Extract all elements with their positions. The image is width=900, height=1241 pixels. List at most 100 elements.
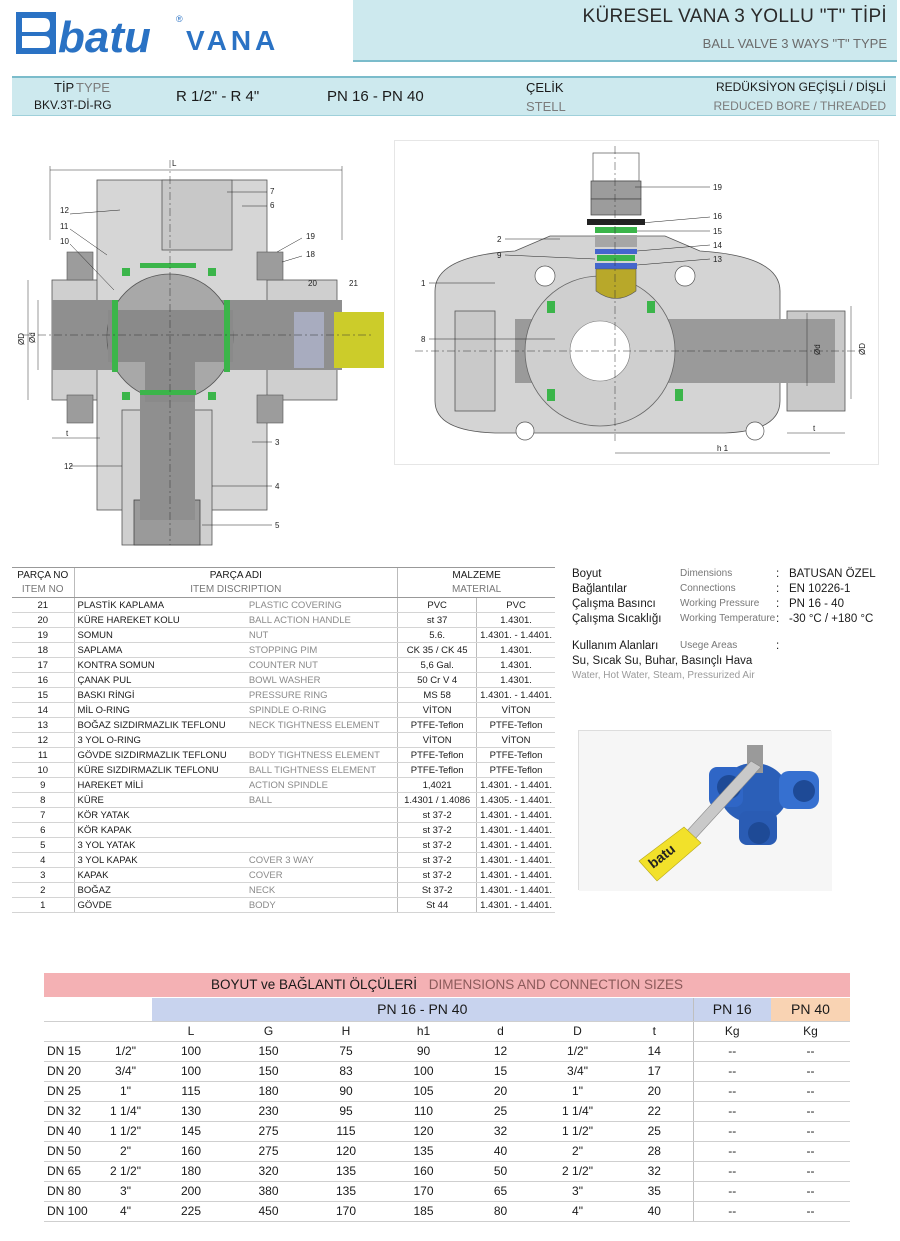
col-header-material-en: MATERIAL <box>397 582 555 598</box>
spec-tr: Çalışma Sıcaklığı <box>572 613 662 625</box>
dims-cell-value: 32 <box>616 1161 693 1182</box>
dims-cell-value: 320 <box>230 1161 307 1182</box>
dims-cell-value: 15 <box>462 1061 539 1082</box>
spec-tr: Boyut <box>572 568 602 580</box>
callout-label: 21 <box>349 279 358 288</box>
dims-cell-value: -- <box>692 1061 771 1082</box>
parts-cell-m2: PTFE-Teflon <box>476 717 555 733</box>
dims-cell-value: -- <box>692 1121 771 1142</box>
parts-cell-m2: VİTON <box>476 702 555 718</box>
parts-cell-m2: 1.4301. - 1.4401. <box>476 837 555 853</box>
dims-cell-value: 32 <box>462 1121 539 1142</box>
parts-cell-m2: PVC <box>476 597 555 613</box>
callout-label: Ød <box>28 332 37 343</box>
dims-cell-value: 450 <box>230 1201 307 1222</box>
dims-cell-value: 1 1/2" <box>539 1121 616 1142</box>
parts-cell-tr: KONTRA SOMUN <box>74 657 246 673</box>
spec-en: Connections <box>680 583 736 594</box>
section-drawing-t-type: L 12 11 10 7 6 19 18 20 21 ØD Ød t 12 3 … <box>12 140 392 552</box>
dims-cell-inch: 1 1/4" <box>99 1101 152 1122</box>
callout-label: 20 <box>308 279 317 288</box>
parts-cell-tr: BASKI RİNGİ <box>74 687 246 703</box>
callout-label: ØD <box>17 333 26 345</box>
parts-cell-m2: 1.4301. <box>476 642 555 658</box>
parts-cell-tr: SOMUN <box>74 627 246 643</box>
parts-cell-m2: 1.4301. - 1.4401. <box>476 687 555 703</box>
callout-label: t <box>813 424 816 433</box>
dims-cell-inch: 1" <box>99 1081 152 1102</box>
dimensions-title-en: DIMENSIONS AND CONNECTION SIZES <box>428 977 684 992</box>
parts-cell-tr: BOĞAZ SIZDIRMAZLIK TEFLONU <box>74 717 246 733</box>
dims-cell-value: 20 <box>616 1081 693 1102</box>
parts-cell-en: BOWL WASHER <box>245 672 398 688</box>
spec-en: Working Temperature <box>680 613 776 624</box>
dims-cell-value: 150 <box>230 1041 307 1062</box>
callout-label: 7 <box>270 187 275 196</box>
dims-col-header: d <box>462 1021 539 1042</box>
dims-cell-value: 17 <box>616 1061 693 1082</box>
dims-col-header: L <box>152 1021 230 1042</box>
parts-cell-no: 7 <box>12 807 75 823</box>
type-label-tr: TİP <box>54 80 75 95</box>
spec-val: PN 16 - 40 <box>789 598 844 610</box>
parts-cell-en: NECK <box>245 882 398 898</box>
dims-cell-value: 3/4" <box>539 1061 616 1082</box>
dims-cell-dn: DN 15 <box>44 1041 99 1062</box>
dims-cell-value: -- <box>771 1121 850 1142</box>
parts-cell-en <box>245 837 398 853</box>
parts-cell-en: ACTION SPINDLE <box>245 777 398 793</box>
parts-cell-m2: 1.4301. - 1.4401. <box>476 627 555 643</box>
dims-col-header: G <box>230 1021 307 1042</box>
callout-label: 6 <box>270 201 275 210</box>
pressure-range: PN 16 - PN 40 <box>327 88 424 105</box>
callout-label: 3 <box>275 438 280 447</box>
callout-label: 5 <box>275 521 280 530</box>
callout-label: t <box>66 429 69 438</box>
callout-label: 12 <box>60 206 69 215</box>
dims-col-header: H <box>307 1021 385 1042</box>
dims-col-header: Kg <box>771 1021 850 1042</box>
parts-cell-no: 17 <box>12 657 75 673</box>
parts-cell-no: 11 <box>12 747 75 763</box>
logo-text-vana: VANA <box>186 25 279 56</box>
col-header-item-no: PARÇA NO <box>12 567 74 583</box>
parts-cell-en <box>245 822 398 838</box>
parts-cell-m1: st 37-2 <box>397 867 478 883</box>
dims-cell-value: 40 <box>616 1201 693 1222</box>
dims-cell-value: 2" <box>539 1141 616 1162</box>
group-header-pn16: PN 16 <box>692 998 771 1022</box>
spec-val: BATUSAN ÖZEL <box>789 568 876 580</box>
parts-cell-en: PLASTIC COVERING <box>245 597 398 613</box>
parts-cell-m1: PVC <box>397 597 478 613</box>
callout-label: 16 <box>713 212 722 221</box>
dims-cell-value: 135 <box>385 1141 462 1162</box>
dims-cell-value: 1/2" <box>539 1041 616 1062</box>
callout-label: 18 <box>306 250 315 259</box>
parts-cell-m1: PTFE-Teflon <box>397 747 478 763</box>
dims-cell-value: -- <box>692 1201 771 1222</box>
dims-cell-value: 170 <box>385 1181 462 1202</box>
dims-cell-value: 1" <box>539 1081 616 1102</box>
dims-cell-value: -- <box>692 1101 771 1122</box>
callout-label: 8 <box>421 335 426 344</box>
dims-cell-value: -- <box>692 1141 771 1162</box>
parts-cell-tr: PLASTİK KAPLAMA <box>74 597 246 613</box>
parts-cell-tr: GÖVDE <box>74 897 246 913</box>
